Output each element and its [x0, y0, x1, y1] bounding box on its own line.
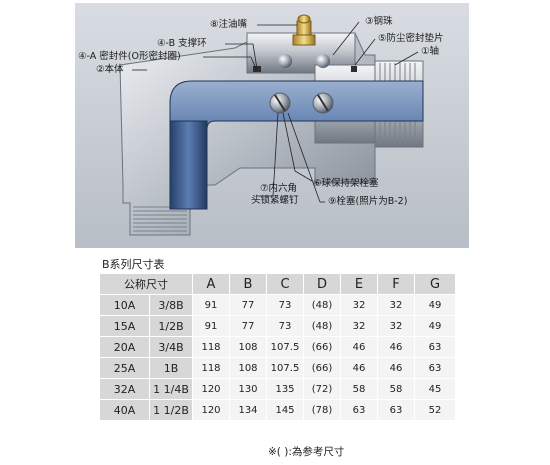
dimension-cell: 63	[414, 336, 456, 358]
header-col-d: D	[303, 273, 341, 295]
dimension-cell: 32	[340, 294, 378, 316]
callout-shaft: ①轴	[421, 46, 440, 57]
nominal-size-b: 1 1/4B	[149, 378, 193, 400]
callout-grease-nipple: ⑧注油嘴	[210, 19, 248, 30]
nominal-size-b: 3/4B	[149, 336, 193, 358]
dimension-cell: 130	[229, 378, 267, 400]
callout-o-ring-seal: ④-A 密封件(O形密封圈)	[78, 51, 181, 62]
dimension-cell: (48)	[303, 294, 341, 316]
nominal-size-a: 20A	[99, 336, 150, 358]
dimension-cell: 45	[414, 378, 456, 400]
header-col-c: C	[266, 273, 304, 295]
dimension-cell: 32	[340, 315, 378, 337]
dimension-cell: (66)	[303, 336, 341, 358]
dimension-cell: (78)	[303, 399, 341, 421]
dimension-cell: 145	[266, 399, 304, 421]
dimension-cell: 120	[192, 378, 230, 400]
callout-ball-retainer-plug: ⑥球保持架栓塞	[313, 178, 379, 189]
nominal-size-a: 15A	[99, 315, 150, 337]
callout-set-screw: 头锁紧螺钉	[251, 195, 299, 206]
nominal-size-b: 1 1/2B	[149, 399, 193, 421]
header-col-g: G	[414, 273, 456, 295]
nominal-size-b: 3/8B	[149, 294, 193, 316]
callout-plug: ⑨栓塞(照片为B-2)	[328, 196, 408, 207]
nominal-size-b: 1/2B	[149, 315, 193, 337]
dimension-cell: 118	[192, 357, 230, 379]
swivel-joint-cutaway-diagram: ⑧注油嘴 ③钢珠 ④-B 支撑环 ⑤防尘密封垫片 ④-A 密封件(O形密封圈) …	[75, 3, 469, 248]
nominal-size-a: 40A	[99, 399, 150, 421]
dimension-cell: 49	[414, 294, 456, 316]
header-nominal-size: 公称尺寸	[99, 273, 193, 295]
dimension-cell: 108	[229, 336, 267, 358]
dimension-cell: 52	[414, 399, 456, 421]
callout-dust-seal: ⑤防尘密封垫片	[378, 33, 444, 44]
dimension-cell: 73	[266, 294, 304, 316]
header-col-b: B	[229, 273, 267, 295]
dimension-cell: 32	[377, 294, 415, 316]
reference-note: ※( ):為参考尺寸	[268, 446, 345, 458]
dimension-cell: (48)	[303, 315, 341, 337]
nominal-size-a: 10A	[99, 294, 150, 316]
dimension-cell: 46	[377, 336, 415, 358]
dimension-cell: 73	[266, 315, 304, 337]
dimension-cell: 77	[229, 315, 267, 337]
dimension-cell: 107.5	[266, 357, 304, 379]
dimension-cell: 46	[340, 336, 378, 358]
callout-hex-socket-label: ⑦内六角	[260, 183, 298, 194]
nominal-size-a: 25A	[99, 357, 150, 379]
callout-steel-ball: ③钢珠	[365, 16, 393, 27]
dimension-cell: 63	[414, 357, 456, 379]
table-title: B系列尺寸表	[102, 258, 165, 271]
dimension-cell: (66)	[303, 357, 341, 379]
header-col-f: F	[377, 273, 415, 295]
dimension-cell: 91	[192, 294, 230, 316]
dimension-cell: 91	[192, 315, 230, 337]
dimension-cell: 58	[340, 378, 378, 400]
dimension-cell: 134	[229, 399, 267, 421]
dimension-cell: 46	[340, 357, 378, 379]
header-col-e: E	[340, 273, 378, 295]
cutaway-illustration	[75, 3, 469, 248]
dimension-cell: (72)	[303, 378, 341, 400]
table-header-row: 公称尺寸 A B C D E F G	[99, 273, 456, 295]
callout-support-ring: ④-B 支撑环	[157, 38, 207, 49]
dimension-cell: 135	[266, 378, 304, 400]
dimension-cell: 63	[377, 399, 415, 421]
nominal-size-a: 32A	[99, 378, 150, 400]
dimension-cell: 77	[229, 294, 267, 316]
header-col-a: A	[192, 273, 230, 295]
callout-body: ②本体	[96, 64, 124, 75]
dimension-cell: 49	[414, 315, 456, 337]
nominal-size-b: 1B	[149, 357, 193, 379]
dimension-cell: 120	[192, 399, 230, 421]
dimension-cell: 32	[377, 315, 415, 337]
dimension-cell: 108	[229, 357, 267, 379]
dimension-cell: 58	[377, 378, 415, 400]
dimension-cell: 107.5	[266, 336, 304, 358]
dimension-cell: 118	[192, 336, 230, 358]
dimension-cell: 46	[377, 357, 415, 379]
dimension-cell: 63	[340, 399, 378, 421]
